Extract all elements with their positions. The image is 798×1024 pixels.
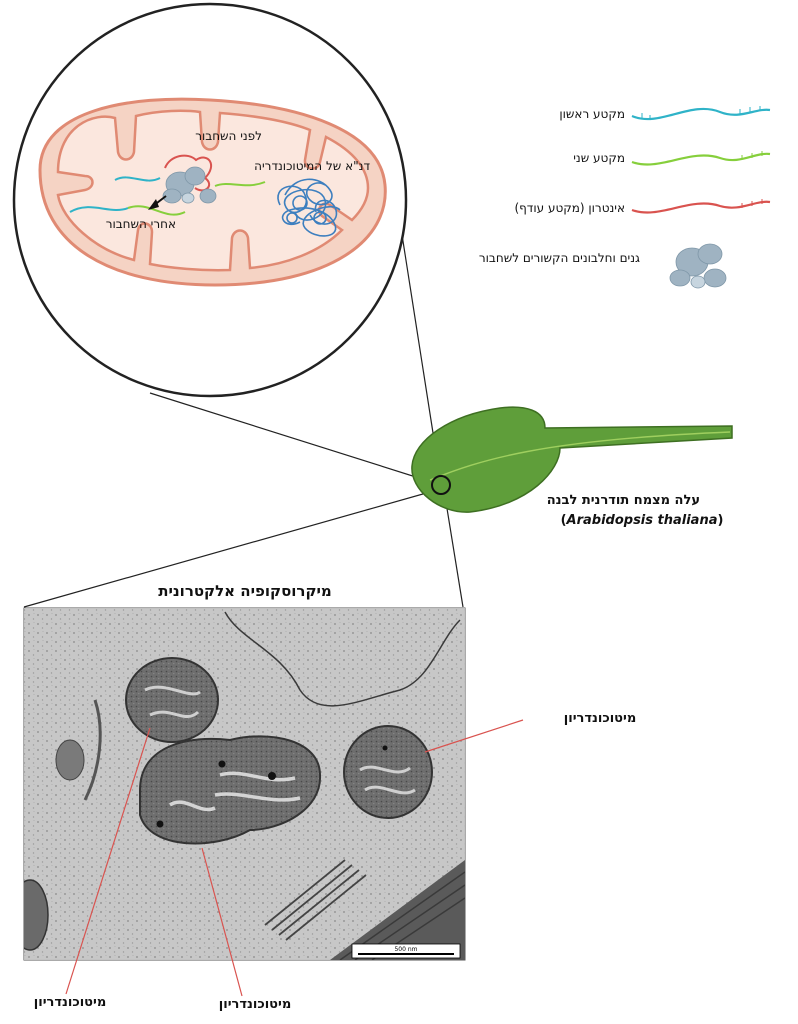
legend-ticks-exon1 [641,106,761,120]
em-label-bottom-left: מיטוכונדריון [34,995,106,1010]
exon-2-before [214,181,266,187]
pointer-bottom-center [201,847,243,997]
legend-label-exon1: מקטע ראשון [559,107,625,121]
exon-2-after [127,205,186,216]
legend-swatch-intron [631,200,771,214]
leaf-midrib [429,431,731,481]
legend-label-exon2: מקטע שני [573,151,625,165]
mitochondrial-dna [277,178,341,237]
leaf-illustration [411,406,733,513]
label-mito-dna: דנ"א של המיטוכונדריה [254,159,370,173]
exon-1-after [69,206,129,213]
mitochondrion-illustration [38,97,387,287]
pointer-bottom-left [65,727,151,995]
legend: מקטע ראשון מקטע שני אינטרון (מקטע עודף) … [479,106,771,289]
legend-swatch-exon1 [631,107,771,121]
process-arrow-head [148,199,159,210]
legend-label-complex: גנים וחלבונים הקשורים לשחבור [479,251,640,265]
leaf-zoom-point [431,475,451,495]
micrograph-title: מיקרוסקופיה אלקטרונית [158,582,332,600]
zoom-line-lower [149,392,439,485]
legend-swatch-exon2 [631,152,771,166]
exon-1-before [114,176,161,182]
em-label-right: מיטוכונדריון [564,711,636,726]
splicing-complex [162,166,217,204]
em-mitochondrion-1 [125,657,219,743]
leaf-blade [411,406,733,513]
legend-swatch-complex [669,243,727,289]
legend-ticks-intron [741,199,763,208]
em-mitochondrion-2 [139,735,322,845]
em-label-bottom-center: מיטוכונדריון [219,997,291,1012]
em-line-left [23,489,438,608]
leaf-species-line: (Arabidopsis thaliana) [561,513,724,528]
pointer-right [424,719,524,753]
leaf-caption: עלה מצמח תודרנית לבנה [547,493,700,508]
label-after-splicing: אחרי השחבור [106,217,176,231]
legend-label-intron: אינטרון (מקטע עודף) [514,201,625,215]
scale-bar-label: 500 nm [394,946,417,953]
micrograph-image [24,608,465,960]
label-before-splicing: לפני השחבור [195,129,262,143]
leaf-species: Arabidopsis thaliana [566,513,718,528]
intron-loop [164,154,213,192]
legend-ticks-exon2 [741,151,763,160]
